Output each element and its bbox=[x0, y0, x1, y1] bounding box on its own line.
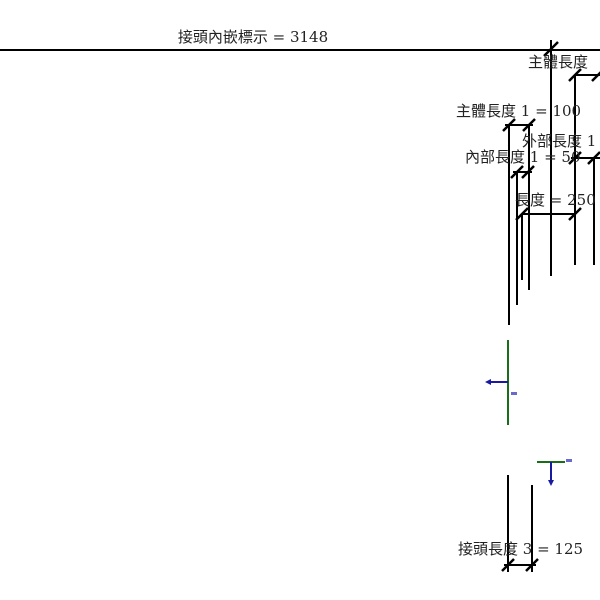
dimension-tick bbox=[591, 71, 600, 82]
body-length-label[interactable]: 主體長度 bbox=[528, 53, 588, 71]
arrow-head-icon bbox=[548, 480, 554, 486]
dimension-tick bbox=[568, 207, 582, 221]
dimension-tick bbox=[587, 151, 600, 165]
dimension-tick bbox=[502, 118, 516, 132]
dimension-tick bbox=[525, 558, 539, 572]
dimension-tick bbox=[515, 207, 529, 221]
dimension-tick bbox=[501, 558, 515, 572]
inner-length-1-label[interactable]: 內部長度 1 = 50 bbox=[465, 148, 581, 166]
reference-marker bbox=[511, 392, 517, 395]
connector-length-3-label[interactable]: 接頭長度 3 = 125 bbox=[458, 540, 583, 558]
reference-marker bbox=[566, 459, 572, 462]
dimension-tick bbox=[521, 165, 535, 179]
dimension-tick bbox=[522, 118, 536, 132]
embed-dimension-label[interactable]: 接頭內嵌標示 = 3148 bbox=[178, 28, 328, 46]
body-length-1-label[interactable]: 主體長度 1 = 100 bbox=[456, 102, 581, 120]
outer-length-1-label[interactable]: 外部長度 1 bbox=[522, 132, 596, 150]
arrow-head-icon bbox=[485, 379, 491, 385]
length-label[interactable]: 長度 = 250 bbox=[515, 191, 596, 209]
dimension-tick bbox=[510, 165, 524, 179]
dimension-tick bbox=[568, 68, 582, 82]
dimension-tick bbox=[568, 151, 582, 165]
